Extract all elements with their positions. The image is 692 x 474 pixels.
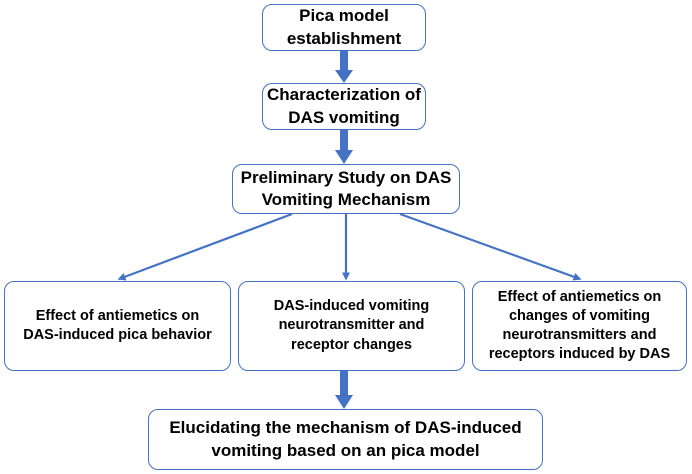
box-label: Elucidating the mechanism of DAS-induced… xyxy=(169,418,522,460)
box-neurotransmitter-receptor-changes: DAS-induced vomiting neurotransmitter an… xyxy=(238,281,465,371)
box-label: Preliminary Study on DAS Vomiting Mechan… xyxy=(240,167,452,209)
box-effect-antiemetics-pica: Effect of antiemetics on DAS-induced pic… xyxy=(4,281,231,371)
box-preliminary-study: Preliminary Study on DAS Vomiting Mechan… xyxy=(232,164,460,214)
box-label: DAS-induced vomiting neurotransmitter an… xyxy=(273,298,430,353)
arrow-preliminary-to-effect-pica xyxy=(117,212,293,281)
box-effect-antiemetics-neurotransmitters: Effect of antiemetics on changes of vomi… xyxy=(472,281,687,371)
arrow-characterization-to-preliminary xyxy=(335,130,353,164)
arrow-pica-to-characterization xyxy=(335,51,353,83)
box-label: Effect of antiemetics on changes of vomi… xyxy=(488,288,671,363)
box-label: Effect of antiemetics on DAS-induced pic… xyxy=(23,307,212,343)
arrow-preliminary-to-effect-neuro xyxy=(399,212,582,281)
box-pica-model-establishment: Pica model establishment xyxy=(262,4,426,51)
box-characterization-of-das-vomiting: Characterization of DAS vomiting xyxy=(262,83,426,130)
box-elucidating-mechanism: Elucidating the mechanism of DAS-induced… xyxy=(148,409,543,470)
arrow-neurotransmitter-to-elucidating xyxy=(335,371,353,409)
box-label: Pica model establishment xyxy=(286,6,402,48)
box-label: Characterization of DAS vomiting xyxy=(267,85,421,127)
